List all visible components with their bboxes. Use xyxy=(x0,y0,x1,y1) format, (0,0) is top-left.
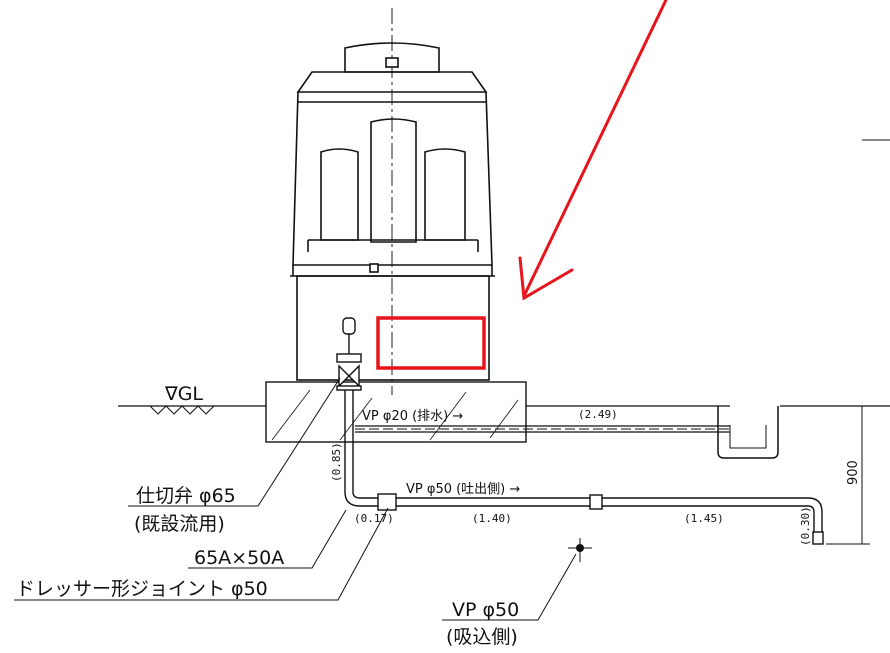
dresser-joint-label: ドレッサー形ジョイント φ50 xyxy=(16,578,268,600)
red-highlight-box xyxy=(376,316,486,370)
drain-ditch-inner xyxy=(729,425,767,449)
suction-note: (吸込側) xyxy=(446,626,518,648)
red-arrow-head xyxy=(518,256,574,301)
dim-140: (1.40) xyxy=(472,512,512,525)
drain-pipe xyxy=(355,425,730,433)
dim-249: (2.49) xyxy=(578,408,618,421)
reducer-label: 65A×50A xyxy=(194,547,284,569)
suction-point xyxy=(568,538,592,562)
red-arrow-shaft xyxy=(522,0,668,298)
dim-017: (0.17) xyxy=(354,512,394,525)
riser-pipe xyxy=(344,388,361,507)
pump-unit xyxy=(290,42,495,381)
gate-valve-note: (既設流用) xyxy=(134,513,225,535)
dim-085: (0.85) xyxy=(330,442,343,482)
discharge-pipe xyxy=(360,493,824,545)
dim-145: (1.45) xyxy=(684,512,724,525)
dimension-900 xyxy=(826,139,890,545)
leader-lines xyxy=(14,377,577,621)
gl-label: ∇GL xyxy=(164,383,203,405)
drain-pipe-label: VP φ20 (排水) → xyxy=(362,409,463,424)
drain-ditch xyxy=(717,406,779,459)
ground-line xyxy=(118,405,890,415)
dim-900: 900 xyxy=(846,460,861,485)
red-annotation xyxy=(376,0,668,370)
discharge-pipe-label: VP φ50 (吐出側) → xyxy=(406,482,520,497)
suction-label: VP φ50 xyxy=(452,599,519,621)
gate-valve-label: 仕切弁 φ65 xyxy=(136,485,236,507)
dim-030: (0.30) xyxy=(799,506,812,546)
